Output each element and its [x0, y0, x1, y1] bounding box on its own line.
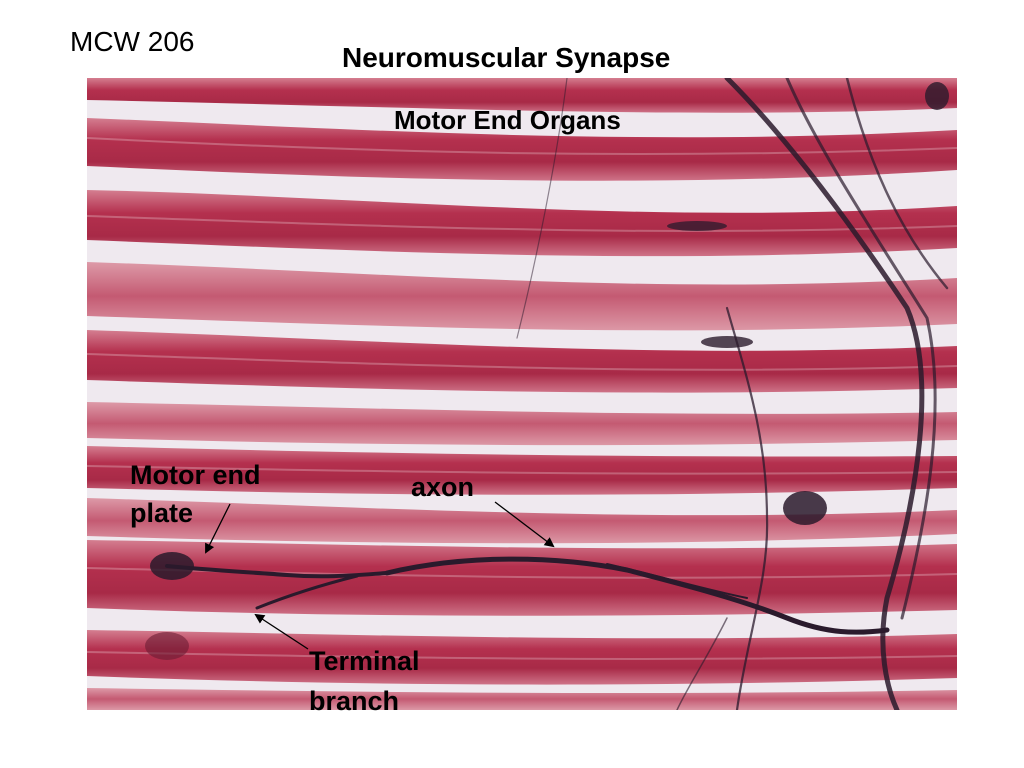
label-motor-end-organs: Motor End Organs: [394, 105, 621, 135]
label-terminal-branch-line-2: branch: [309, 686, 400, 716]
label-motor-end-plate-line-1: Motor end: [130, 460, 261, 490]
label-axon: axon: [411, 472, 475, 502]
label-terminal-branch: Terminal branch: [309, 641, 469, 721]
label-motor-end-plate-line-2: plate: [130, 498, 194, 528]
slide-title: Neuromuscular Synapse: [342, 42, 671, 73]
micrograph-image: [87, 78, 957, 710]
label-motor-end-plate: Motor end plate: [130, 456, 310, 532]
label-terminal-branch-line-1: Terminal: [309, 646, 420, 676]
micrograph-illustration: [87, 78, 957, 710]
end-plates: [145, 82, 949, 660]
nerve-fibers: [165, 78, 949, 710]
course-code: MCW 206: [70, 26, 195, 57]
